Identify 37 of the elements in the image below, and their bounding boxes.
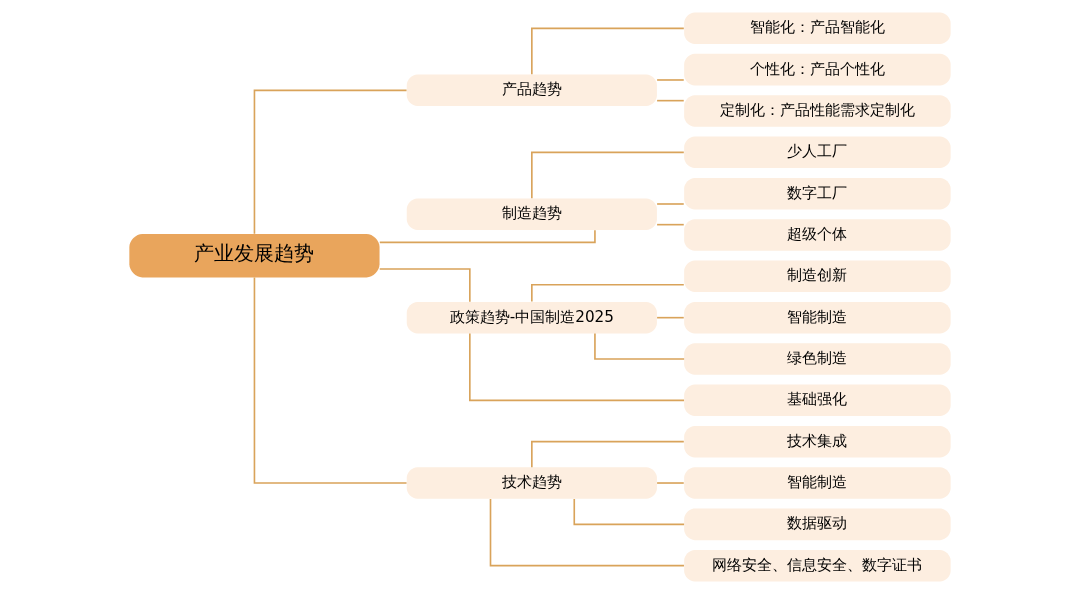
connector — [573, 498, 685, 526]
connector — [378, 229, 596, 244]
connector — [531, 27, 685, 76]
node-box: 政策趋势-中国制造2025 — [406, 301, 657, 334]
connector — [253, 276, 408, 484]
connector — [656, 99, 685, 102]
node-box: 数据驱动 — [684, 508, 951, 541]
connector — [531, 440, 685, 468]
connector — [656, 79, 685, 81]
node-box: 网络安全、信息安全、数字证书 — [684, 549, 951, 582]
node-box: 技术集成 — [684, 425, 951, 458]
node-box: 制造趋势 — [406, 198, 657, 231]
node-box: 智能制造 — [684, 301, 951, 334]
connector — [489, 498, 685, 567]
node-box: 产业发展趋势 — [129, 233, 380, 278]
node-box: 数字工厂 — [684, 177, 951, 210]
connector — [594, 332, 685, 360]
node-box: 基础强化 — [684, 384, 951, 417]
node-box: 智能制造 — [684, 467, 951, 499]
connector — [656, 316, 685, 319]
connector — [378, 268, 471, 303]
node-box: 定制化：产品性能需求定制化 — [684, 95, 951, 127]
connector — [656, 223, 685, 226]
node-box: 产品趋势 — [406, 74, 657, 107]
node-box: 智能化：产品智能化 — [684, 12, 951, 45]
node-box: 个性化：产品个性化 — [684, 53, 951, 86]
connector — [469, 332, 685, 402]
connector — [656, 203, 685, 205]
node-box: 少人工厂 — [684, 136, 951, 169]
node-box: 技术趋势 — [406, 467, 657, 499]
connector — [253, 89, 408, 235]
connector — [656, 482, 685, 484]
node-box: 超级个体 — [684, 219, 951, 251]
node-box: 绿色制造 — [684, 343, 951, 375]
node-box: 制造创新 — [684, 260, 951, 293]
connector — [531, 151, 685, 200]
connector — [531, 283, 685, 303]
